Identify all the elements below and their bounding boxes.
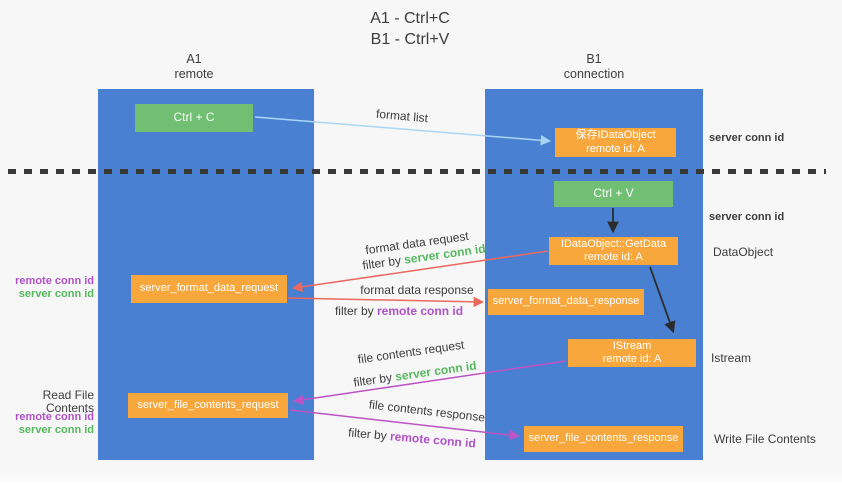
node-istream: IStream remote id: A	[568, 339, 696, 367]
flow-label-filter-by-remote-conn-id-1: filter by remote conn id	[335, 304, 463, 318]
server-conn-id-text: server conn id	[394, 358, 478, 384]
filter-by-text: filter by	[352, 370, 393, 390]
remote-conn-id-text: remote conn id	[377, 304, 464, 318]
session-divider-dotted-line	[8, 169, 826, 174]
title-line-ctrl-c: A1 - Ctrl+C	[370, 10, 450, 27]
format-request-conn-id-labels: remote conn id server conn id	[0, 275, 94, 301]
node-file-response-label: server_file_contents_response	[528, 432, 679, 445]
read-file-contents-label: Read File Contents	[42, 388, 94, 415]
filter-by-text: filter by	[334, 304, 374, 318]
server-conn-id-label-mid: server conn id	[709, 211, 785, 223]
lane-b1-name: B1	[586, 52, 602, 66]
node-istream-line2: remote id: A	[602, 353, 662, 365]
node-ctrl-c: Ctrl + C	[135, 104, 253, 132]
node-ctrl-v-label: Ctrl + V	[593, 186, 634, 201]
node-getdata-line1: IDataObject::GetData	[560, 237, 667, 250]
node-ctrl-v: Ctrl + V	[554, 181, 673, 207]
arrow-format-data-response	[287, 296, 485, 308]
node-save-idataobject-line1: 保存IDataObject	[575, 129, 656, 141]
bottom-fade	[0, 471, 842, 485]
flow-label-format-list: format list	[375, 106, 429, 126]
file-request-conn-id-labels: remote conn id server conn id	[0, 411, 94, 437]
lane-header-b1: B1 connection	[485, 52, 703, 82]
flow-label-file-contents-response: file contents response	[368, 397, 486, 425]
read-file-contents-label-group: Read File Contents	[0, 389, 94, 415]
write-file-contents-label: Write File Contents	[714, 432, 816, 446]
dataobject-label: DataObject	[713, 245, 774, 259]
flow-label-filter-by-remote-conn-id-2: filter by remote conn id	[348, 425, 477, 450]
filter-by-text: filter by	[347, 425, 388, 443]
lane-b1-subtitle: connection	[563, 67, 625, 81]
node-ctrl-c-label: Ctrl + C	[173, 110, 215, 125]
server-conn-id-label-top: server conn id	[709, 132, 785, 144]
remote-conn-id-label: remote conn id	[15, 275, 94, 287]
remote-conn-id-label: remote conn id	[15, 411, 94, 423]
istream-label: Istream	[711, 351, 752, 365]
lane-a1-name: A1	[186, 52, 202, 66]
node-server-file-contents-request: server_file_contents_request	[128, 393, 288, 418]
remote-conn-id-text: remote conn id	[389, 429, 477, 451]
node-save-idataobject: 保存IDataObject remote id: A	[555, 128, 676, 157]
node-file-request-label: server_file_contents_request	[137, 398, 279, 411]
title-line-ctrl-v: B1 - Ctrl+V	[370, 31, 450, 48]
node-server-file-contents-response: server_file_contents_response	[524, 426, 683, 452]
node-idataobject-getdata: IDataObject::GetData remote id: A	[549, 237, 678, 265]
diagram-title: A1 - Ctrl+C B1 - Ctrl+V	[310, 8, 510, 50]
node-format-response-label: server_format_data_response	[492, 295, 640, 308]
server-conn-id-label: server conn id	[18, 288, 94, 300]
node-server-format-data-response: server_format_data_response	[488, 289, 644, 315]
server-conn-id-label: server conn id	[18, 424, 94, 436]
node-getdata-line2: remote id: A	[584, 251, 643, 263]
node-format-request-label: server_format_data_request	[139, 282, 279, 295]
lane-a1-subtitle: remote	[174, 67, 214, 81]
lane-header-a1: A1 remote	[86, 52, 302, 82]
node-save-idataobject-line2: remote id: A	[586, 142, 645, 155]
node-istream-line1: IStream	[612, 339, 652, 352]
flow-label-format-data-response: format data response	[360, 283, 474, 297]
node-server-format-data-request: server_format_data_request	[131, 275, 287, 303]
